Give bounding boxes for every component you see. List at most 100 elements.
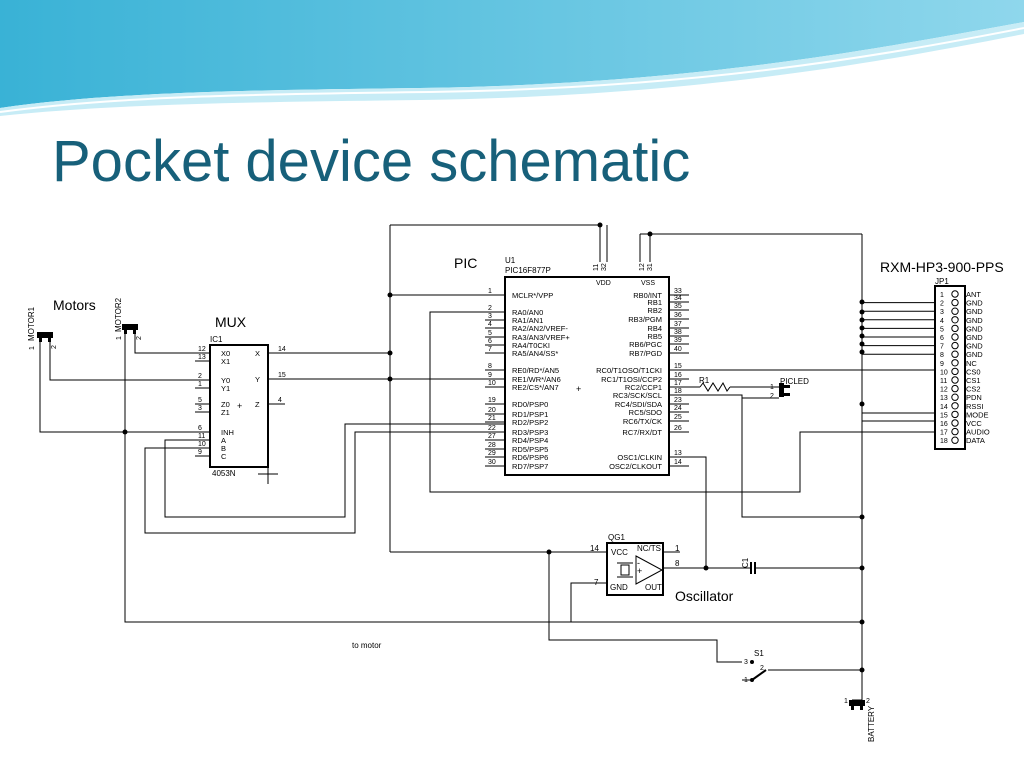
pic-pin-name: RB2 [647, 306, 662, 315]
svg-text:-: - [637, 558, 640, 568]
motors-label: Motors [53, 297, 96, 313]
picled-pin1: 1 [770, 384, 774, 391]
rx-pin-num: 14 [940, 404, 948, 411]
pic-pin-num: 35 [674, 303, 682, 310]
osc-pin-out: 8 [675, 559, 680, 568]
mux-pin-name: Z0 [221, 400, 230, 409]
motor1-pin1: 1 [29, 346, 36, 350]
motor1-pin2: 2 [51, 345, 58, 349]
mux-pin-name: Y [255, 375, 260, 384]
mux-pin-name: Z1 [221, 408, 230, 417]
pic-pin-num: 39 [674, 337, 682, 344]
pic-pin-name: RD1/PSP1 [512, 410, 548, 419]
rx-pin-ring [951, 333, 959, 341]
rx-pin-name: GND [966, 299, 983, 308]
pic-pin-name: RD2/PSP2 [512, 418, 548, 427]
rx-pin-ring [951, 290, 959, 298]
pic-pin-num: 14 [674, 459, 682, 466]
rx-pin-name: NC [966, 359, 977, 368]
pic-pin-name: RD6/PSP6 [512, 453, 548, 462]
pic-pin-name: RC0/T1OSO/T1CKI [596, 366, 662, 375]
pic-pin-name: RA4/T0CKI [512, 341, 550, 350]
pic-pin-name: RB5 [647, 332, 662, 341]
mux-pin-num: 10 [198, 441, 206, 448]
rx-pin-num: 6 [940, 335, 944, 342]
pic-pin-num: 37 [674, 321, 682, 328]
pic-pin-name: RA0/AN0 [512, 308, 543, 317]
pic-pin-num: 17 [674, 380, 682, 387]
battery-pin2: 2 [866, 698, 870, 705]
pic-pin-name: RA2/AN2/VREF- [512, 324, 568, 333]
mux-pin-name: B [221, 444, 226, 453]
rx-pin-ring [951, 419, 959, 427]
mux-pin-name: Z [255, 400, 260, 409]
rx-pin-ring [951, 384, 959, 393]
pic-pin-num: 26 [674, 425, 682, 432]
pic-pin-num: 33 [674, 288, 682, 295]
mux-pin-num: 6 [198, 425, 202, 432]
pic-pin-num: 15 [674, 363, 682, 370]
pic-pin-num: 19 [488, 397, 496, 404]
mux-pin-name: C [221, 452, 227, 461]
mux-pin-num: 3 [198, 405, 202, 412]
rx-pin-name: CS2 [966, 385, 981, 394]
pic-pin-name: RB3/PGM [628, 315, 662, 324]
rx-pin-name: GND [966, 342, 983, 351]
rx-pin-name: CS1 [966, 376, 981, 385]
osc-out-label: OUT [645, 583, 662, 592]
rx-pin-num: 7 [940, 344, 944, 351]
rx-pin-name: AUDIO [966, 428, 990, 437]
mux-label: MUX [215, 314, 247, 330]
mux-pin-num: 2 [198, 373, 202, 380]
pic-pin-num: 4 [488, 321, 492, 328]
pic-pin-name: MCLR*/VPP [512, 291, 553, 300]
s1-pin3: 3 [744, 659, 748, 666]
rx-pin-ring [951, 376, 959, 384]
pic-pin-name: RE1/WR*/AN6 [512, 375, 561, 384]
rx-pin-num: 3 [940, 309, 944, 316]
pic-pin-num: 5 [488, 330, 492, 337]
osc-pin-gnd: 7 [594, 578, 599, 587]
pic-pin-num: 10 [488, 380, 496, 387]
picled-pin2: 2 [770, 393, 774, 400]
pic-vss-pin-b: 31 [647, 263, 654, 271]
rx-pin-name: DATA [966, 436, 985, 445]
pic-vdd-pin-a: 11 [593, 264, 600, 271]
rx-pin-ring [951, 436, 959, 444]
s1-pin1: 1 [744, 677, 748, 684]
pic-pin-num: 2 [488, 305, 492, 312]
pic-pin-num: 3 [488, 313, 492, 320]
pic-pin-name: OSC1/CLKIN [617, 453, 662, 462]
pic-pin-name: RE2/CS*/AN7 [512, 383, 559, 392]
pic-pin-num: 9 [488, 372, 492, 379]
rx-pin-num: 1 [940, 292, 944, 299]
oscillator-label: Oscillator [675, 588, 734, 604]
mux-plus: + [237, 401, 242, 411]
mux-pin-num: 1 [198, 381, 202, 388]
battery-ref: BATTERY [867, 705, 876, 742]
mux-pin-name: Y0 [221, 376, 230, 385]
rx-pin-num: 15 [940, 412, 948, 419]
osc-ref: QG1 [608, 533, 625, 542]
rx-pin-name: GND [966, 350, 983, 359]
r1-ref: R1 [699, 376, 710, 385]
pic-pin-name: RE0/RD*/AN5 [512, 366, 559, 375]
receiver-label: RXM-HP3-900-PPS [880, 259, 1004, 275]
rx-pin-name: CS0 [966, 367, 981, 376]
pic-pin-num: 8 [488, 363, 492, 370]
rx-pin-ring [951, 393, 959, 401]
pic-pin-name: RD3/PSP3 [512, 428, 548, 437]
svg-text:+: + [637, 566, 642, 576]
mux-pin-name: X0 [221, 349, 230, 358]
pic-pin-num: 6 [488, 338, 492, 345]
pic-pin-name: RC1/T1OSI/CCP2 [601, 375, 662, 384]
pic-pin-num: 24 [674, 405, 682, 412]
pic-pin-name: RC7/RX/DT [622, 428, 662, 437]
motor2-pin2: 2 [136, 336, 143, 340]
pic-pin-num: 36 [674, 312, 682, 319]
pic-pin-name: RA5/AN4/SS* [512, 349, 558, 358]
mux-pin-num: 13 [198, 354, 206, 361]
